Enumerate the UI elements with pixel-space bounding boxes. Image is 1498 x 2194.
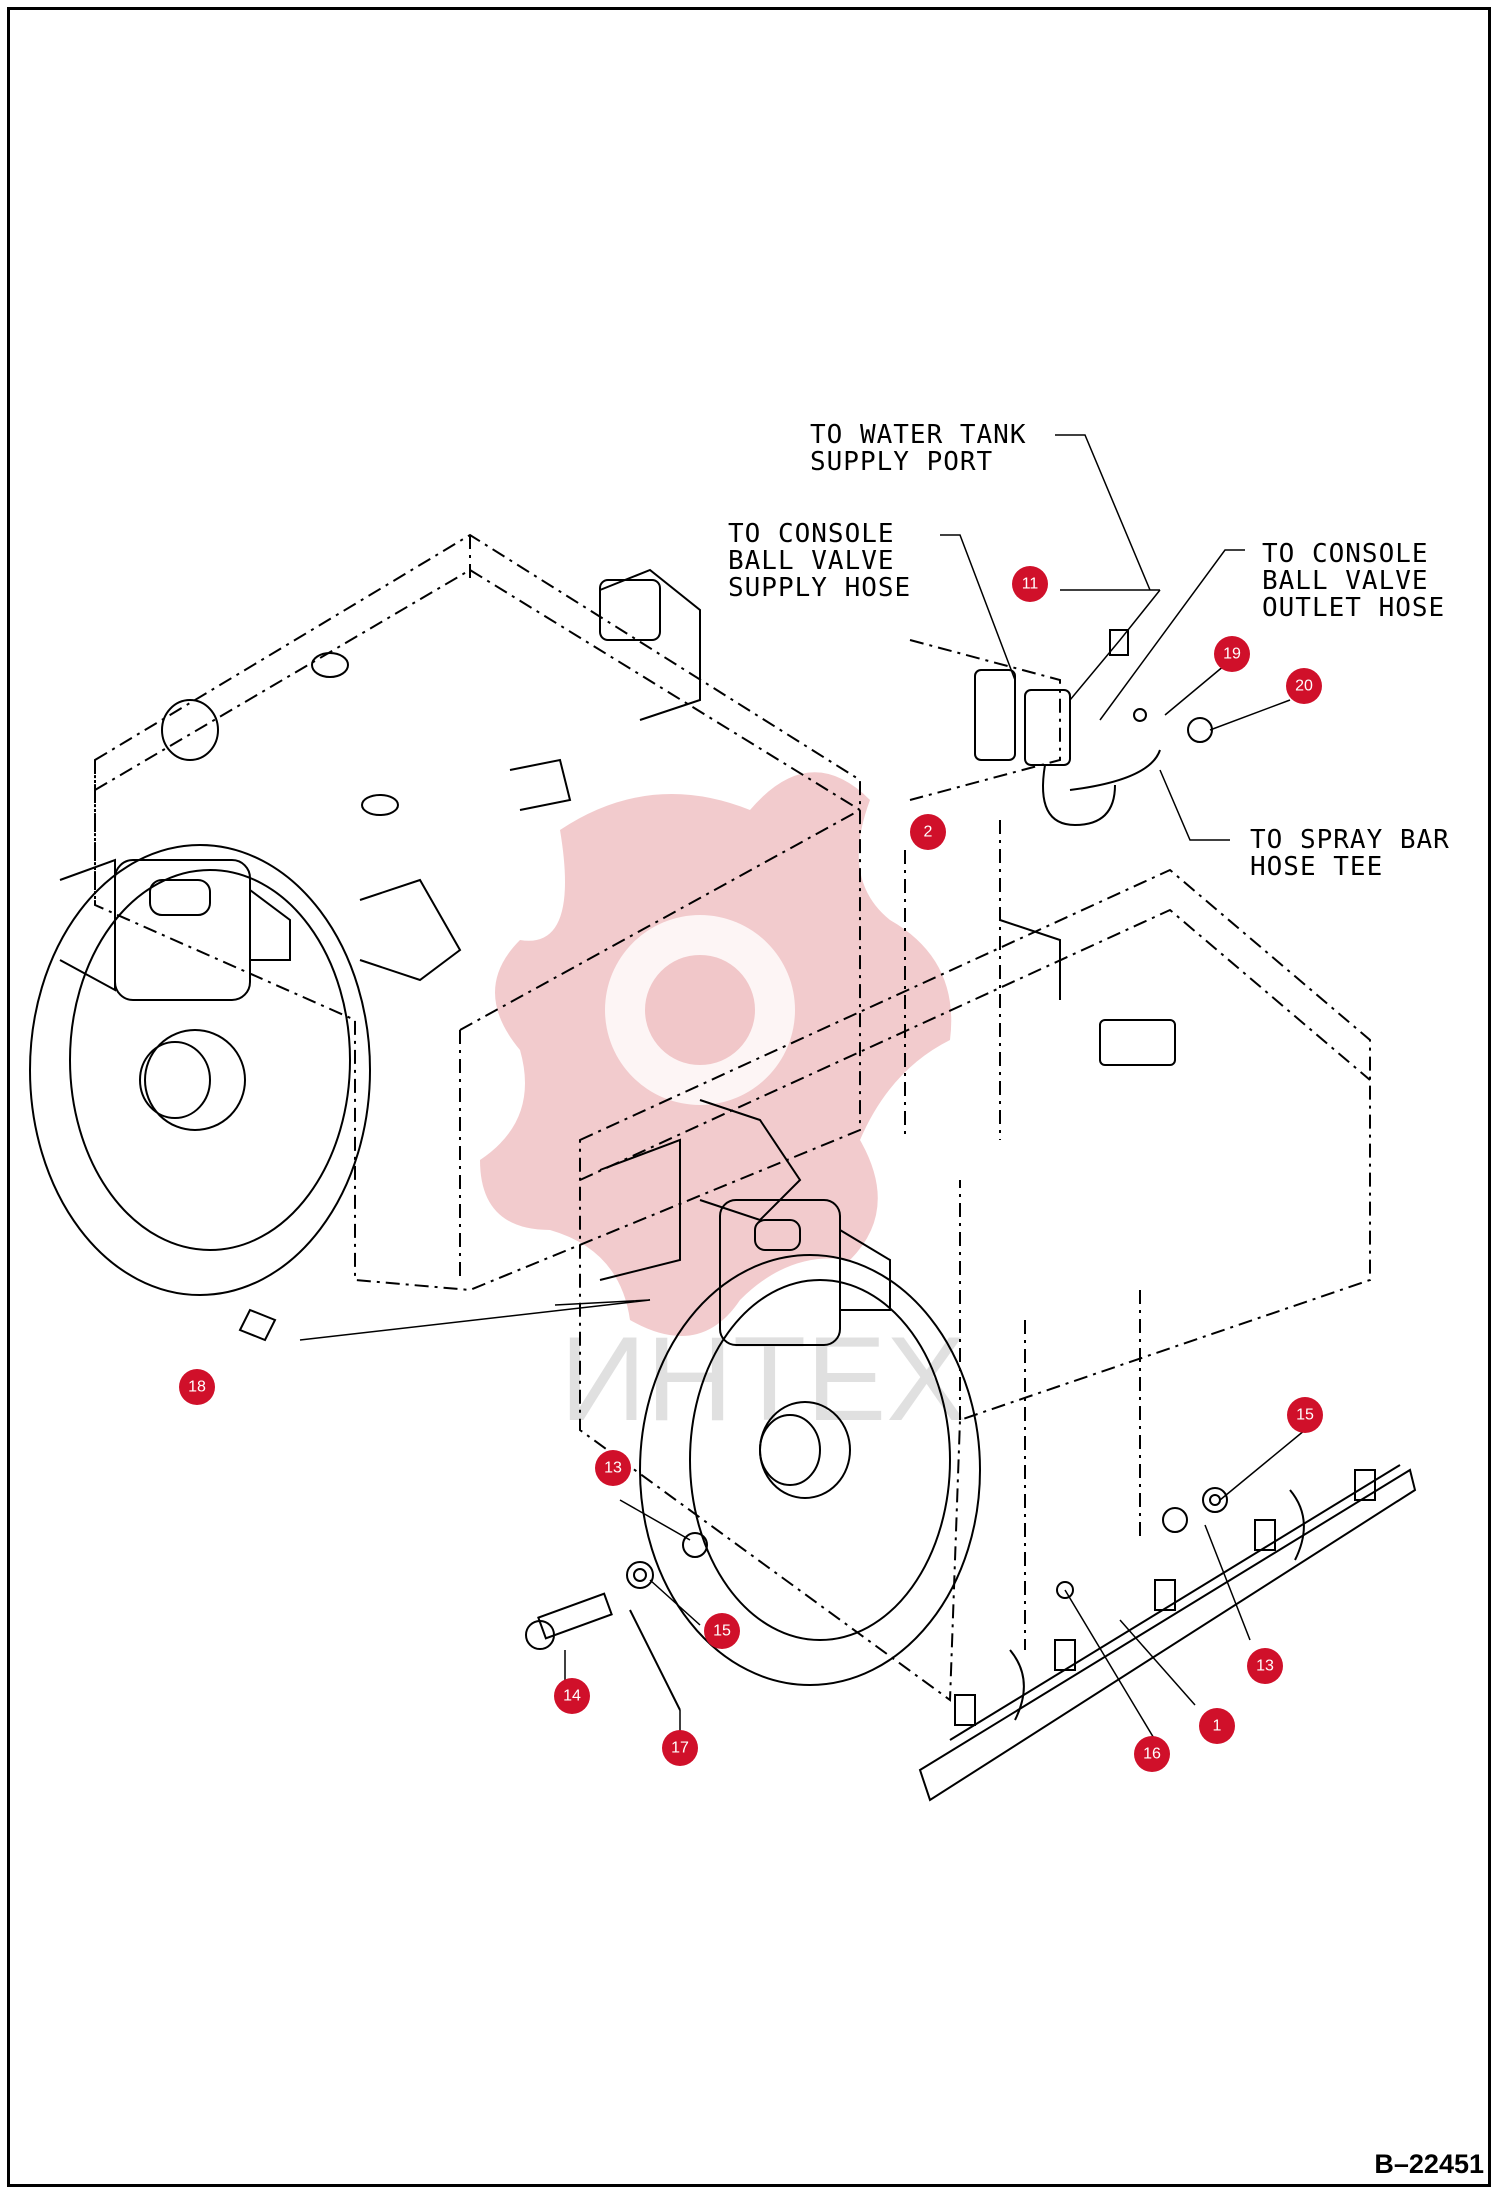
part-number-label: 18 xyxy=(188,1379,206,1396)
callout-console-supply-line3: SUPPLY HOSE xyxy=(728,573,911,603)
front-frame xyxy=(579,820,1371,1702)
part-number-label: 13 xyxy=(604,1460,622,1477)
part-badge-15-right[interactable]: 15 xyxy=(1287,1397,1323,1433)
part-badge-14[interactable]: 14 xyxy=(554,1678,590,1714)
callout-console-supply-line2: BALL VALVE xyxy=(728,546,895,576)
part-badge-13-upper[interactable]: 13 xyxy=(595,1450,631,1486)
part-badge-1[interactable]: 1 xyxy=(1199,1708,1235,1744)
watermark-logo xyxy=(480,772,952,1336)
callout-spray-bar-line1: TO SPRAY BAR xyxy=(1250,825,1450,855)
part-badge-13-lower[interactable]: 13 xyxy=(1247,1648,1283,1684)
callout-console-outlet-line3: OUTLET HOSE xyxy=(1262,593,1445,623)
callout-console-outlet-line1: TO CONSOLE xyxy=(1262,539,1429,569)
callout-spray-bar: TO SPRAY BAR HOSE TEE xyxy=(1250,825,1450,882)
part-badge-19[interactable]: 19 xyxy=(1214,636,1250,672)
part-number-label: 11 xyxy=(1022,576,1039,593)
part-badge-20[interactable]: 20 xyxy=(1286,668,1322,704)
part-badge-15-left[interactable]: 15 xyxy=(704,1613,740,1649)
part-badge-17[interactable]: 17 xyxy=(662,1730,698,1766)
part-badge-18[interactable]: 18 xyxy=(179,1369,215,1405)
callout-spray-bar-line2: HOSE TEE xyxy=(1250,852,1383,882)
part-number-label: 14 xyxy=(563,1688,581,1705)
front-drum xyxy=(639,1199,981,1686)
part-number-label: 15 xyxy=(713,1623,731,1640)
callout-water-tank: TO WATER TANK SUPPLY PORT xyxy=(810,420,1027,477)
rear-frame xyxy=(94,533,861,1292)
callout-console-supply: TO CONSOLE BALL VALVE SUPPLY HOSE xyxy=(728,519,911,603)
callout-console-outlet: TO CONSOLE BALL VALVE OUTLET HOSE xyxy=(1262,539,1445,623)
watermark-text: ИНТЕХ xyxy=(560,1312,966,1446)
part-number-label: 2 xyxy=(924,824,933,841)
part-number-label: 16 xyxy=(1143,1746,1161,1763)
valve-assembly xyxy=(909,589,1213,827)
leader-lines xyxy=(299,434,1306,1741)
callout-water-tank-line2: SUPPLY PORT xyxy=(810,447,993,477)
part-badge-11[interactable]: 11 xyxy=(1012,566,1048,602)
part-number-label: 19 xyxy=(1223,646,1241,663)
part-number-label: 1 xyxy=(1213,1718,1222,1735)
part-badge-16[interactable]: 16 xyxy=(1134,1736,1170,1772)
callout-console-outlet-line2: BALL VALVE xyxy=(1262,566,1429,596)
part-number-label: 13 xyxy=(1256,1658,1274,1675)
drawing-reference-number: B–22451 xyxy=(1374,2149,1484,2179)
part-number-label: 20 xyxy=(1295,678,1313,695)
part-number-label: 15 xyxy=(1296,1407,1314,1424)
hardware-parts xyxy=(238,1308,1228,1711)
part-badge-2[interactable]: 2 xyxy=(910,814,946,850)
callout-water-tank-line1: TO WATER TANK xyxy=(810,420,1027,450)
rear-drum xyxy=(29,844,371,1296)
part-number-label: 17 xyxy=(671,1740,689,1757)
callout-console-supply-line1: TO CONSOLE xyxy=(728,519,895,549)
spray-bar xyxy=(918,1290,1417,1802)
